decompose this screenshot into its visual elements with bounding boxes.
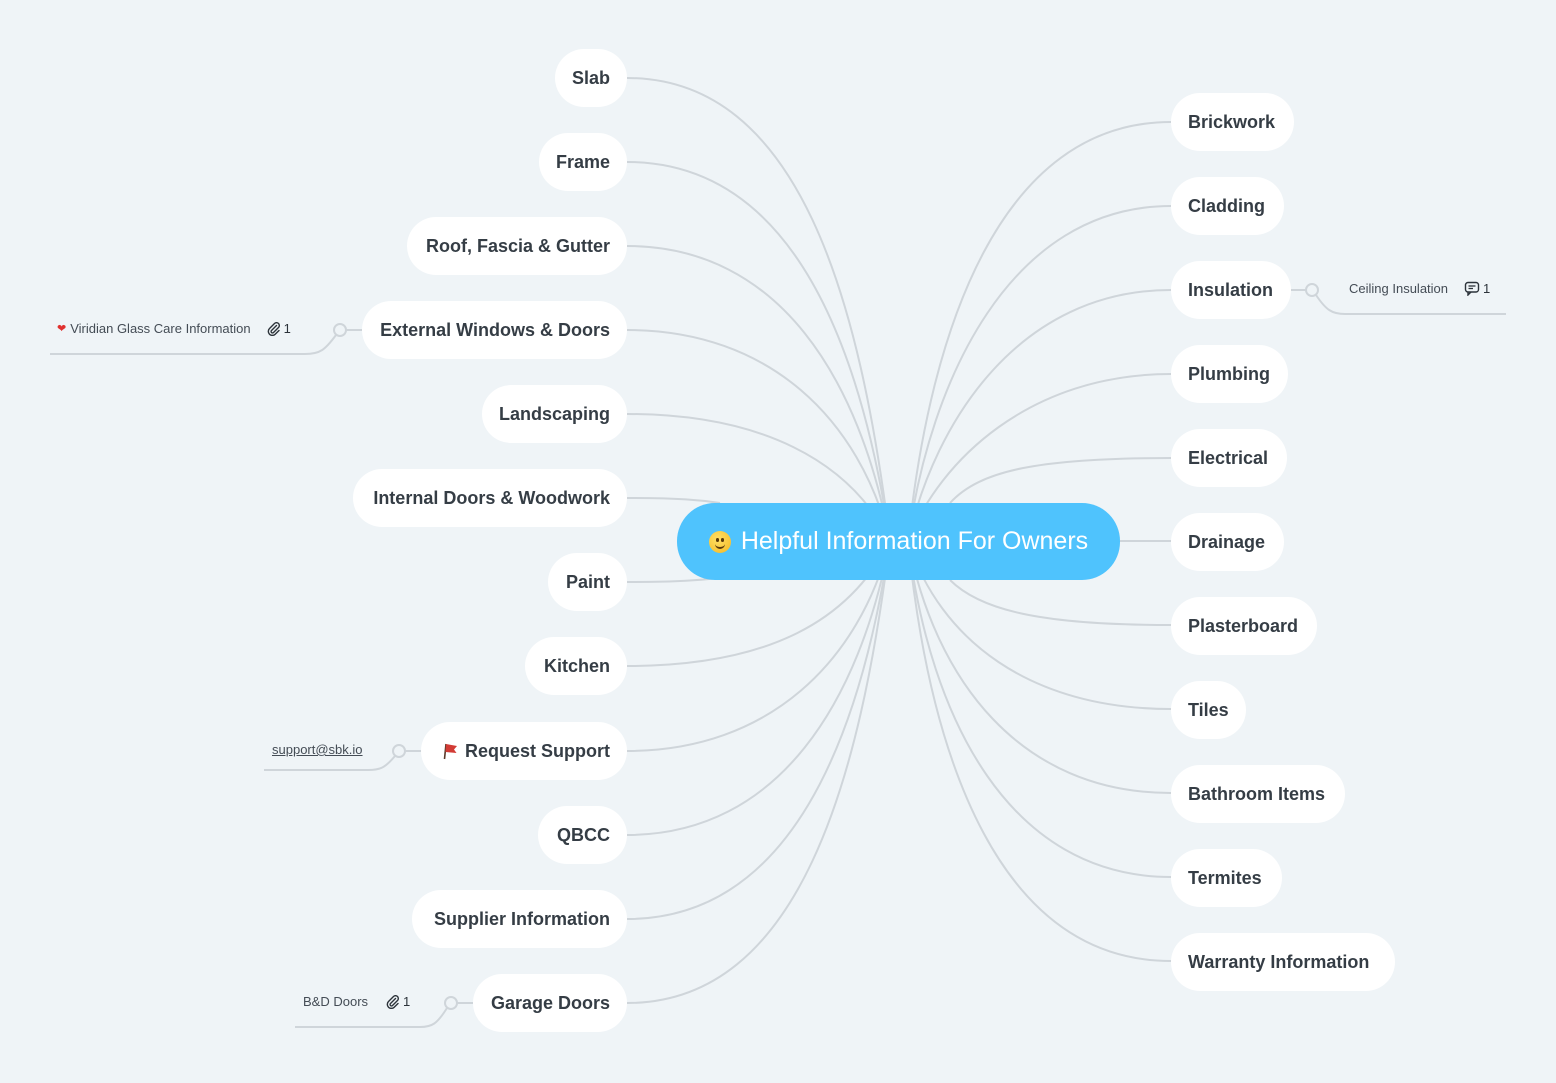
- subnode-support-email[interactable]: support@sbk.io: [272, 742, 363, 757]
- node-label: Warranty Information: [1188, 951, 1370, 972]
- node-label: External Windows & Doors: [380, 319, 610, 340]
- attachment-count: 1: [403, 994, 411, 1009]
- node-termites[interactable]: Termites: [1171, 849, 1282, 907]
- node-plumbing[interactable]: Plumbing: [1171, 345, 1288, 403]
- node-insulation[interactable]: Insulation: [1171, 261, 1291, 319]
- support-email-link[interactable]: support@sbk.io: [272, 742, 363, 757]
- paperclip-icon: [267, 321, 280, 336]
- node-internal-doors-woodwork[interactable]: Internal Doors & Woodwork: [353, 469, 627, 527]
- attachment-badge[interactable]: 1: [386, 994, 410, 1009]
- node-warranty-information[interactable]: Warranty Information: [1171, 933, 1395, 991]
- paperclip-icon: [386, 994, 400, 1009]
- node-label: Insulation: [1188, 279, 1273, 300]
- subnode-viridian-glass-care[interactable]: ❤ Viridian Glass Care Information 1: [57, 321, 291, 336]
- root-label: Helpful Information For Owners: [740, 527, 1089, 555]
- node-label: Cladding: [1188, 195, 1265, 216]
- attachment-count: 1: [283, 321, 291, 336]
- node-slab[interactable]: Slab: [555, 49, 627, 107]
- node-label: Slab: [571, 67, 610, 88]
- node-label: Drainage: [1188, 531, 1266, 552]
- comment-badge[interactable]: 1: [1464, 281, 1490, 296]
- node-label: Supplier Information: [433, 908, 610, 929]
- node-label: Landscaping: [498, 403, 610, 424]
- root-node[interactable]: Helpful Information For Owners: [677, 503, 1120, 580]
- node-request-support[interactable]: Request Support: [421, 722, 627, 780]
- node-label: Kitchen: [543, 655, 610, 676]
- node-label: Bathroom Items: [1188, 783, 1326, 804]
- node-external-windows-doors[interactable]: External Windows & Doors: [362, 301, 627, 359]
- node-label: Tiles: [1188, 699, 1229, 720]
- node-landscaping[interactable]: Landscaping: [482, 385, 627, 443]
- node-label: Termites: [1188, 867, 1262, 888]
- node-label: Request Support: [464, 740, 610, 761]
- node-kitchen[interactable]: Kitchen: [525, 637, 627, 695]
- node-brickwork[interactable]: Brickwork: [1171, 93, 1294, 151]
- node-roof-fascia-gutter[interactable]: Roof, Fascia & Gutter: [407, 217, 627, 275]
- node-frame[interactable]: Frame: [539, 133, 627, 191]
- subnode-bd-doors[interactable]: B&D Doors 1: [303, 994, 410, 1009]
- node-electrical[interactable]: Electrical: [1171, 429, 1287, 487]
- subnode-label: Ceiling Insulation: [1349, 281, 1449, 296]
- red-flag-icon: [443, 742, 459, 760]
- node-tiles[interactable]: Tiles: [1171, 681, 1246, 739]
- node-label: QBCC: [557, 824, 610, 845]
- node-plasterboard[interactable]: Plasterboard: [1171, 597, 1317, 655]
- node-qbcc[interactable]: QBCC: [538, 806, 627, 864]
- smiling-face-icon: [708, 530, 731, 553]
- node-label: Roof, Fascia & Gutter: [425, 235, 610, 256]
- node-label: Garage Doors: [490, 992, 610, 1013]
- node-label: Paint: [565, 571, 610, 592]
- node-garage-doors[interactable]: Garage Doors: [473, 974, 627, 1032]
- node-label: Electrical: [1188, 447, 1269, 468]
- node-label: Frame: [555, 151, 610, 172]
- node-drainage[interactable]: Drainage: [1171, 513, 1284, 571]
- node-label: Plumbing: [1188, 363, 1270, 384]
- subnode-label: B&D Doors: [303, 994, 369, 1009]
- attachment-badge[interactable]: 1: [267, 321, 291, 336]
- node-label: Internal Doors & Woodwork: [373, 487, 610, 508]
- heart-icon: ❤: [57, 323, 67, 335]
- comment-icon: [1464, 281, 1480, 296]
- comment-count: 1: [1483, 281, 1491, 296]
- subnode-ceiling-insulation[interactable]: Ceiling Insulation 1: [1349, 281, 1490, 296]
- subnode-label: Viridian Glass Care Information: [70, 321, 251, 336]
- node-label: Brickwork: [1188, 111, 1276, 132]
- node-paint[interactable]: Paint: [548, 553, 627, 611]
- node-cladding[interactable]: Cladding: [1171, 177, 1284, 235]
- node-supplier-information[interactable]: Supplier Information: [412, 890, 627, 948]
- node-label: Plasterboard: [1188, 615, 1299, 636]
- node-bathroom-items[interactable]: Bathroom Items: [1171, 765, 1345, 823]
